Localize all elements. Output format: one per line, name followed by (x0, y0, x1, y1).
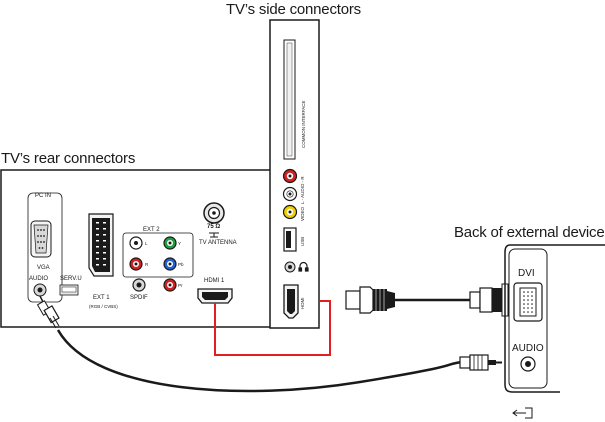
side-audio-r-jack (282, 168, 298, 184)
source-input-icon (512, 407, 533, 419)
ext2-y-label: Y (178, 241, 182, 246)
tv-antenna-label: TV ANTENNA (199, 240, 237, 246)
vga-port (30, 220, 52, 258)
external-device-panel (504, 244, 605, 393)
external-audio-label: AUDIO (512, 343, 544, 354)
ext1-sub-label: (RGB / CVBS) (89, 304, 118, 309)
headphone-jack (284, 261, 296, 273)
rear-hdmi1-port (197, 288, 233, 304)
pc-in-label: PC IN (35, 193, 52, 199)
tv-antenna-jack (203, 202, 225, 238)
hdmi-cable-plug (345, 286, 395, 314)
side-connectors-title: TV’s side connectors (226, 1, 361, 18)
external-audio-jack (520, 356, 536, 372)
rear-hdmi1-label: HDMI 1 (204, 278, 225, 284)
dvi-cable-plug (469, 283, 509, 317)
ohm-label: 75 Ω (207, 224, 221, 230)
spdif-jack (132, 278, 146, 292)
ext1-label: EXT 1 (93, 295, 110, 301)
serv-u-label: SERV.U (60, 276, 82, 282)
audio-cable-plug-external (459, 354, 502, 371)
common-interface-label: COMMON INTERFACE (301, 100, 306, 148)
rear-audio-jack (33, 283, 47, 297)
ext2-label: EXT 2 (143, 227, 160, 233)
ext2-r-jack (129, 257, 143, 271)
side-audio-l-jack (282, 186, 298, 202)
side-hdmi-port (283, 284, 299, 319)
usb-label: USB (300, 236, 305, 246)
ext2-group (122, 232, 194, 278)
audio-cable-plug-rear (36, 295, 60, 329)
side-video-label: VIDEO (300, 206, 305, 221)
rear-audio-label: AUDIO (29, 276, 49, 282)
ext2-pr-label: Pr (178, 283, 183, 288)
spdif-label: SPDIF (130, 295, 148, 301)
ext2-pb-jack (163, 257, 177, 271)
scart-ext1-port (88, 213, 114, 277)
external-device-title: Back of external device (454, 224, 605, 241)
headphone-icon (298, 261, 309, 272)
ext2-pb-label: Pb (178, 262, 184, 267)
usb-port (283, 227, 297, 252)
audio-cable (56, 329, 463, 393)
side-audio-lr-label: L - AUDIO - R (300, 176, 305, 204)
ext2-l-label: L (145, 241, 148, 246)
rear-connectors-title: TV’s rear connectors (1, 150, 136, 167)
side-video-jack (282, 204, 298, 220)
ext2-l-jack (129, 236, 143, 250)
ext2-pr-jack (163, 278, 177, 292)
ext2-y-jack (163, 236, 177, 250)
dvi-port (513, 282, 543, 322)
side-hdmi-label: HDMI (300, 297, 305, 310)
serv-u-port (59, 284, 79, 296)
dvi-label: DVI (518, 268, 535, 279)
ext2-r-label: R (145, 262, 149, 267)
vga-label: VGA (37, 265, 50, 271)
